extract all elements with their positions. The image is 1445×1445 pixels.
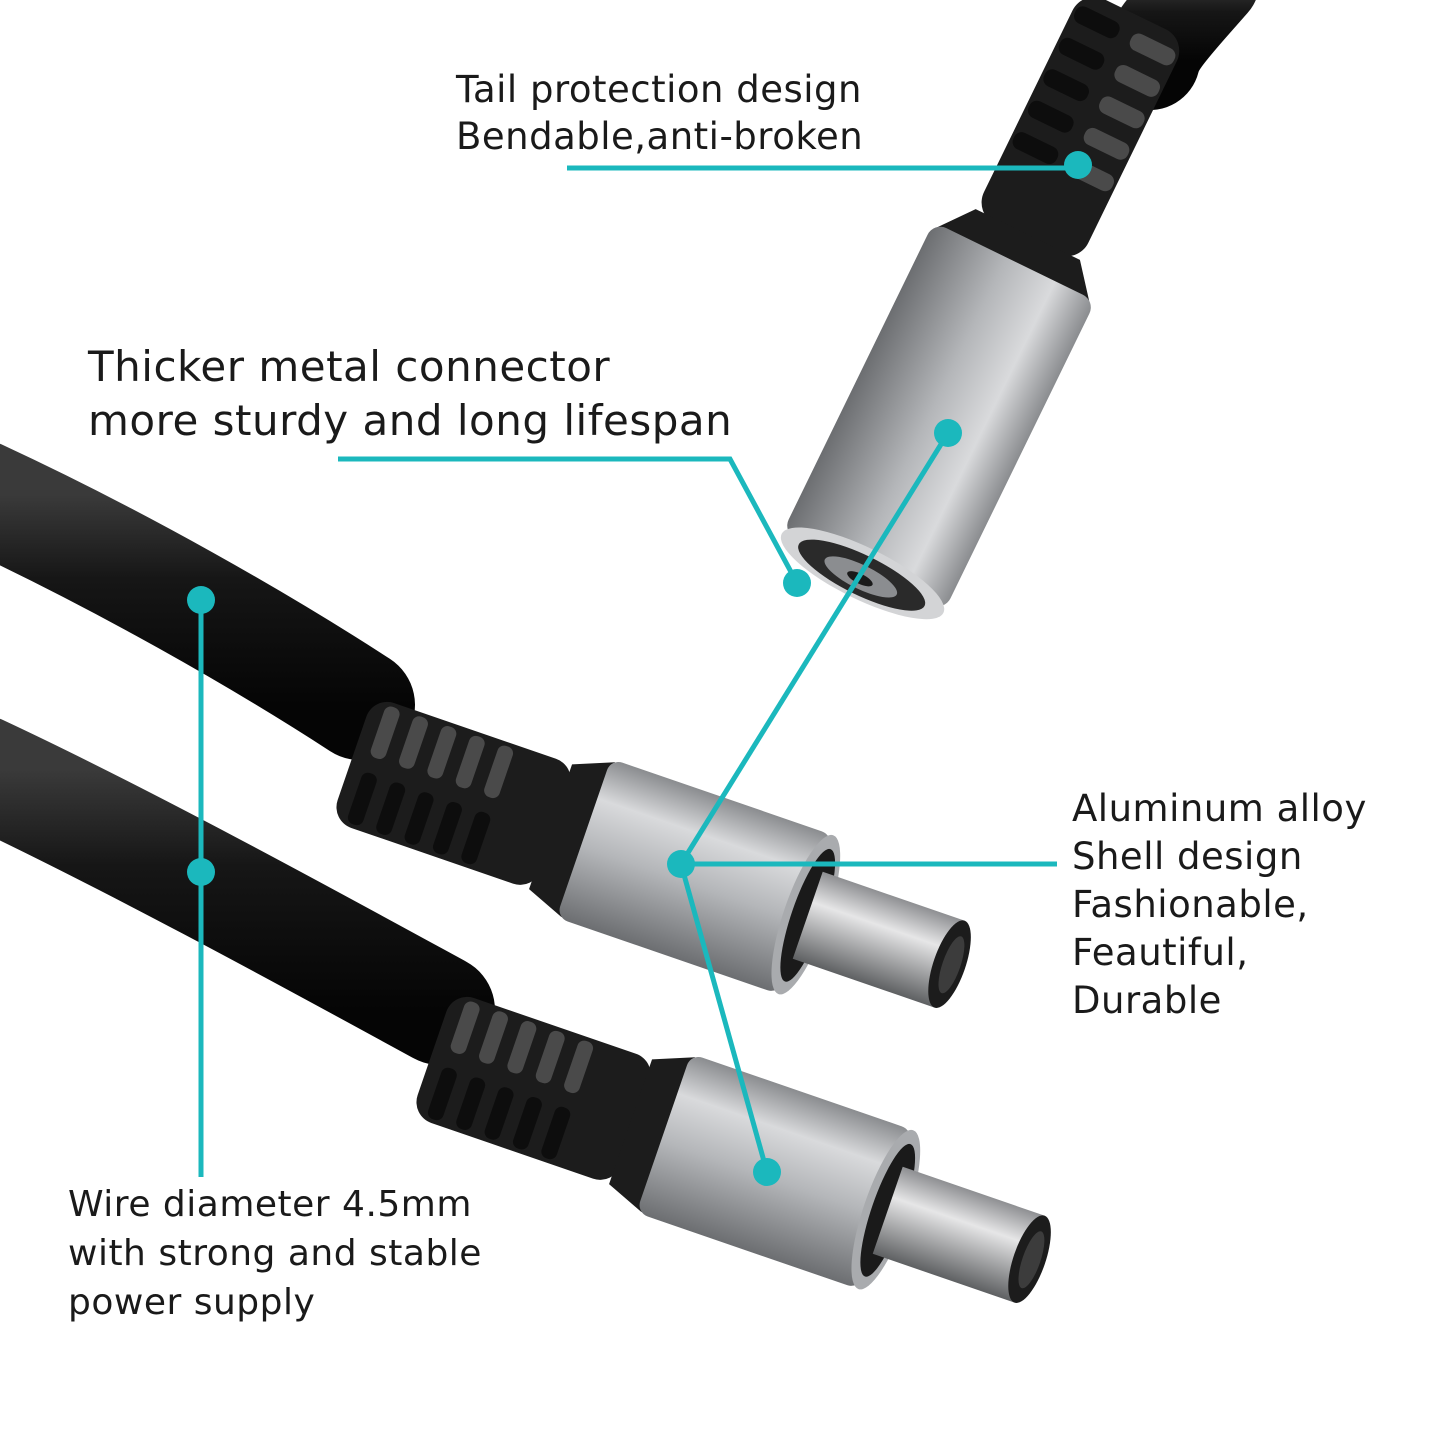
- alloy-leader-lower: [678, 863, 770, 1173]
- callout-metal-line-2: more sturdy and long lifespan: [88, 396, 733, 445]
- callout-metal-connector: Thicker metal connector more sturdy and …: [88, 340, 732, 448]
- callout-alloy-line-3: Fashionable,: [1072, 883, 1309, 926]
- lower-cable-dot: [187, 858, 215, 886]
- callout-dots: [187, 151, 1092, 1186]
- callout-alloy-line-4: Feautiful,: [1072, 931, 1249, 974]
- callout-wire-line-2: with strong and stable: [68, 1233, 482, 1274]
- upper-cable-dot: [187, 586, 215, 614]
- callout-alloy-line-5: Durable: [1072, 979, 1222, 1022]
- callout-tail-line-2: Bendable,anti-broken: [456, 115, 864, 158]
- cable-lower: [0, 719, 495, 1065]
- tail-dot: [1064, 151, 1092, 179]
- female-socket: [780, 0, 1180, 620]
- male-plug-lower: [404, 973, 1073, 1344]
- lower-shell-dot: [753, 1158, 781, 1186]
- callout-metal-line-1: Thicker metal connector: [88, 342, 611, 391]
- alloy-leader-socket: [678, 431, 951, 866]
- upper-shell-dot: [667, 850, 695, 878]
- cable-upper: [0, 444, 415, 760]
- callout-tail-line-1: Tail protection design: [456, 68, 862, 111]
- callout-aluminum-shell: Aluminum alloy Shell design Fashionable,…: [1072, 785, 1367, 1025]
- callout-leader-lines: [198, 165, 1078, 1177]
- callout-wire-line-3: power supply: [68, 1282, 316, 1323]
- callout-alloy-line-1: Aluminum alloy: [1072, 787, 1367, 830]
- callout-alloy-line-2: Shell design: [1072, 835, 1303, 878]
- socket-mouth-dot: [783, 569, 811, 597]
- callout-wire-line-1: Wire diameter 4.5mm: [68, 1184, 472, 1225]
- callout-tail-protection: Tail protection design Bendable,anti-bro…: [456, 66, 863, 160]
- metal-leader-line: [338, 456, 800, 585]
- socket-shell-dot: [934, 419, 962, 447]
- callout-wire-diameter: Wire diameter 4.5mm with strong and stab…: [68, 1180, 482, 1327]
